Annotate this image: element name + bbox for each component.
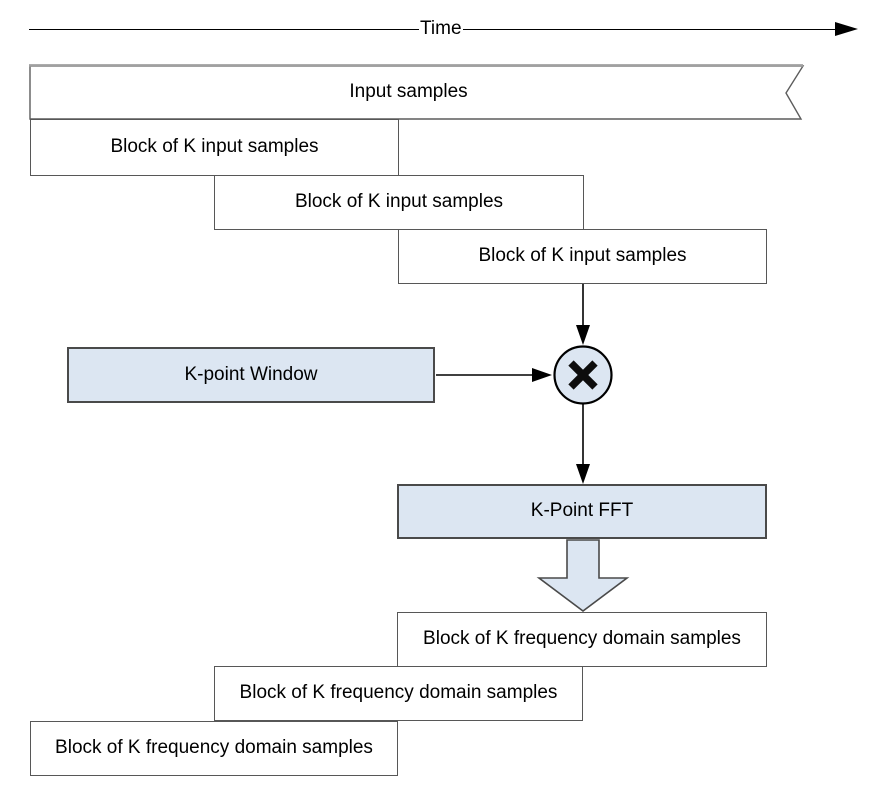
time-axis: Time: [29, 17, 858, 41]
block-arrow-fft-to-output: [536, 539, 630, 612]
output-block-2: Block of K frequency domain samples: [214, 666, 583, 721]
output-block-1: Block of K frequency domain samples: [397, 612, 767, 667]
input-block-1-label: Block of K input samples: [110, 136, 319, 158]
arrowhead-down-1-icon: [576, 325, 590, 345]
multiply-icon: [568, 360, 598, 390]
k-point-window-box: K-point Window: [67, 347, 435, 403]
input-samples-label: Input samples: [349, 81, 468, 103]
input-block-2: Block of K input samples: [214, 175, 584, 230]
k-point-fft-box: K-Point FFT: [397, 484, 767, 539]
k-point-window-label: K-point Window: [184, 363, 318, 385]
time-axis-line-left: [29, 28, 419, 30]
output-block-2-label: Block of K frequency domain samples: [239, 682, 558, 704]
input-block-3: Block of K input samples: [398, 229, 767, 284]
output-block-3-label: Block of K frequency domain samples: [55, 737, 373, 759]
output-block-1-label: Block of K frequency domain samples: [423, 628, 741, 650]
input-block-1: Block of K input samples: [30, 119, 399, 176]
input-block-2-label: Block of K input samples: [294, 191, 504, 213]
time-axis-line-right: [462, 28, 835, 30]
output-block-3: Block of K frequency domain samples: [30, 721, 398, 776]
k-point-fft-label: K-Point FFT: [530, 500, 634, 522]
arrowhead-right-icon: [532, 368, 552, 382]
time-axis-label: Time: [420, 18, 462, 39]
input-block-3-label: Block of K input samples: [478, 245, 687, 267]
time-axis-arrowhead-icon: [835, 22, 858, 36]
arrowhead-down-2-icon: [576, 464, 590, 484]
input-samples-strip: Input samples: [30, 66, 787, 119]
